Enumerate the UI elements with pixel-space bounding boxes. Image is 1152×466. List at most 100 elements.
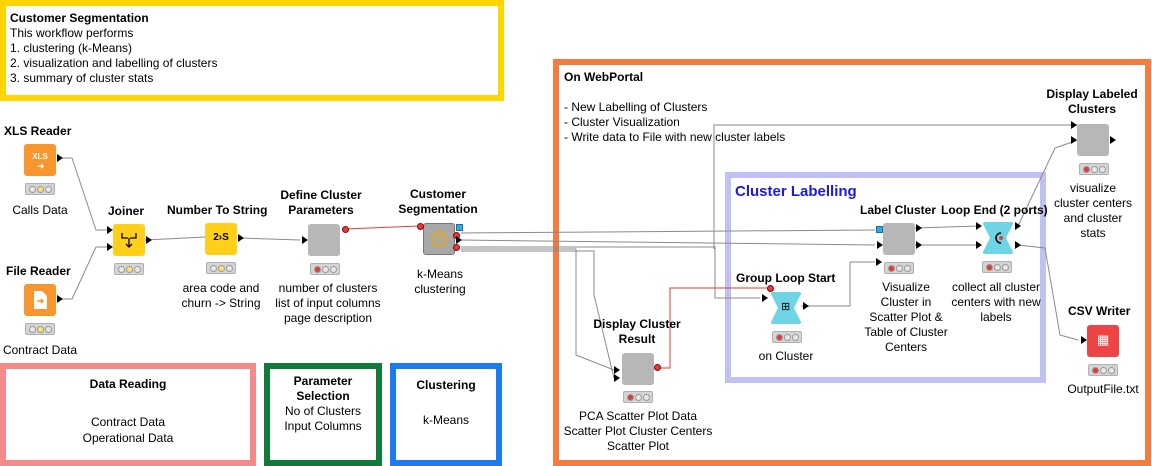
annotation-parameter-title: Parameter Selection <box>293 374 353 403</box>
csv-writer-node[interactable]: ▦ <box>1087 325 1119 357</box>
input-port[interactable] <box>302 236 308 244</box>
display-labeled-clusters-node[interactable] <box>1077 124 1109 156</box>
annotation-data-reading-line: Contract Data <box>90 415 166 429</box>
wire-seg-to-loopstart <box>461 246 760 299</box>
output-port[interactable] <box>238 234 244 242</box>
annotation-cluster-labelling <box>725 172 1046 383</box>
wire-seg-to-labeled <box>713 124 1078 249</box>
display-cluster-result-node[interactable] <box>622 353 654 385</box>
annotation-customer-segmentation <box>0 0 504 101</box>
node-label-display-cluster-result: PCA Scatter Plot Data Scatter Plot Clust… <box>563 409 713 453</box>
join-icon <box>121 233 137 248</box>
label-cluster-node[interactable] <box>883 223 915 255</box>
flow-variable-port[interactable] <box>342 226 349 233</box>
wire-seg-to-label-2 <box>460 239 876 246</box>
input-port[interactable] <box>976 222 982 230</box>
annotation-parameter-line: Input Columns <box>284 419 362 433</box>
customer-segmentation-node[interactable] <box>423 223 455 255</box>
wire-seg-to-display-2 <box>461 250 615 379</box>
output-port[interactable] <box>146 236 152 244</box>
annotation-webportal-line: - Write data to File with new cluster la… <box>564 130 786 144</box>
wire-xls-to-joiner <box>57 157 110 231</box>
status-indicator <box>114 263 144 275</box>
input-port[interactable] <box>107 243 113 251</box>
define-cluster-node[interactable] <box>308 224 340 256</box>
loop-icon <box>995 232 1003 244</box>
annotation-webportal-line: - New Labelling of Clusters <box>564 100 708 114</box>
output-port[interactable] <box>1015 241 1021 249</box>
output-port[interactable] <box>456 236 462 244</box>
input-port[interactable] <box>1071 136 1077 144</box>
status-indicator <box>884 262 914 274</box>
node-title-csv-writer: CSV Writer <box>1068 304 1131 318</box>
input-port[interactable] <box>614 374 620 382</box>
wire-loopend-to-csv <box>1017 244 1079 341</box>
flow-variable-port[interactable] <box>767 285 774 292</box>
input-port[interactable] <box>1071 121 1077 129</box>
node-label-customer-segmentation: k-Means clustering <box>414 267 466 296</box>
table-write-icon: ▦ <box>1097 332 1110 347</box>
node-label-xls-reader: Calls Data <box>12 203 68 217</box>
output-port[interactable] <box>1110 136 1116 144</box>
wire-loopend-to-labeled <box>1017 139 1079 227</box>
xls-icon: XLS <box>32 152 48 161</box>
output-port[interactable] <box>57 295 63 303</box>
annotation-data-reading <box>0 363 256 466</box>
output-port[interactable] <box>803 302 809 310</box>
annotation-parameter-selection <box>264 363 382 466</box>
status-indicator <box>623 391 653 403</box>
wire-seg-to-display-1 <box>461 248 615 371</box>
node-label-display-labeled-clusters: visualize cluster centers and cluster st… <box>1053 181 1133 240</box>
output-port[interactable] <box>916 224 922 232</box>
status-indicator <box>25 183 55 195</box>
output-port[interactable] <box>456 224 463 231</box>
annotation-clustering-title: Clustering <box>416 378 476 392</box>
joiner-node[interactable] <box>113 224 145 256</box>
number-to-string-node[interactable]: 2›S <box>205 223 237 255</box>
flow-variable-port[interactable] <box>417 223 424 230</box>
wire-nts-to-define <box>240 237 301 241</box>
input-port[interactable] <box>1081 336 1087 344</box>
node-title-number-to-string: Number To String <box>167 203 268 217</box>
input-port[interactable] <box>877 241 883 249</box>
flow-variable-port[interactable] <box>654 364 661 371</box>
wire-seg-to-label-1 <box>460 229 876 234</box>
status-indicator <box>310 263 340 275</box>
flowvar-define-to-seg <box>344 225 421 230</box>
node-label-csv-writer: OutputFile.txt <box>1067 382 1139 396</box>
input-port[interactable] <box>976 241 982 249</box>
node-title-xls-reader: XLS Reader <box>4 124 72 138</box>
output-port[interactable] <box>57 154 63 162</box>
input-port[interactable] <box>876 226 883 233</box>
wire-joiner-to-numbertostring <box>144 236 206 241</box>
annotation-clustering-line: k-Means <box>422 413 469 427</box>
node-label-number-to-string: area code and churn -> String <box>181 281 261 310</box>
annotation-main-line: 1. clustering (k-Means) <box>10 41 133 55</box>
file-icon <box>34 291 47 309</box>
input-port[interactable] <box>107 226 113 234</box>
node-title-display-cluster-result: Display Cluster Result <box>593 317 681 346</box>
annotation-cluster-labelling-title: Cluster Labelling <box>735 183 857 200</box>
annotation-clustering <box>390 363 502 466</box>
clock-icon <box>431 231 447 247</box>
status-indicator <box>1079 163 1109 175</box>
arrow-right-icon: ➜ <box>37 161 45 171</box>
xls-reader-node[interactable]: XLS ➜ <box>24 144 56 176</box>
file-reader-node[interactable] <box>24 284 56 316</box>
annotation-data-reading-title: Data Reading <box>89 377 167 391</box>
node-title-label-cluster: Label Cluster <box>860 203 937 217</box>
output-port[interactable] <box>1015 222 1021 230</box>
annotation-webportal <box>553 59 1151 466</box>
annotation-data-reading-line: Operational Data <box>82 431 174 445</box>
status-indicator <box>25 323 55 335</box>
input-port[interactable] <box>762 294 768 302</box>
output-port[interactable] <box>453 244 460 251</box>
input-port[interactable] <box>876 258 882 266</box>
node-title-joiner: Joiner <box>108 204 145 218</box>
output-port[interactable] <box>916 241 922 249</box>
input-port[interactable] <box>614 366 620 374</box>
status-indicator <box>206 262 236 274</box>
node-label-loop-end: collect all cluster centers with new lab… <box>951 280 1041 324</box>
wire-loopstart-to-label <box>801 261 875 307</box>
